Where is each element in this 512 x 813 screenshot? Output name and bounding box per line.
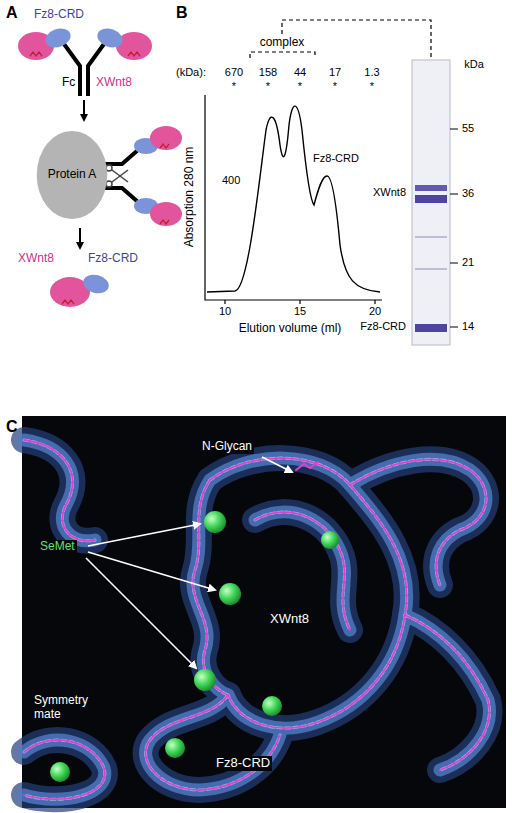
domain-label: Fc bbox=[62, 76, 75, 90]
marker-weight: 55 bbox=[462, 122, 474, 135]
axis-title: Elution volume (ml) bbox=[239, 322, 342, 336]
density-map-ground bbox=[22, 416, 506, 808]
callout-label: Symmetry mate bbox=[32, 694, 98, 722]
panel-letter: A bbox=[6, 4, 18, 22]
axis-value: 400 bbox=[222, 174, 240, 187]
bead-label: Protein A bbox=[36, 168, 108, 182]
marker-unit: kDa bbox=[464, 58, 484, 71]
scissors-icon bbox=[106, 165, 128, 187]
marker-star: * bbox=[370, 80, 374, 93]
sds-gel bbox=[412, 60, 458, 345]
band-label: XWnt8 bbox=[371, 186, 408, 199]
band-label: Fz8-CRD bbox=[358, 320, 408, 333]
step-arrow bbox=[83, 100, 85, 120]
peak-group-label: complex bbox=[260, 36, 305, 50]
dashed-link bbox=[282, 20, 431, 60]
size-marker: 1.3 bbox=[364, 66, 379, 79]
protein-a-bead: Protein A bbox=[36, 130, 108, 220]
marker-star: * bbox=[266, 80, 270, 93]
axis-tick-label: 10 bbox=[219, 305, 231, 318]
fusion-construct bbox=[18, 25, 152, 96]
size-marker: 670 bbox=[225, 66, 243, 79]
marker-star: * bbox=[298, 80, 302, 93]
marker-unit: (kDa): bbox=[176, 66, 206, 79]
marker-star: * bbox=[232, 80, 236, 93]
bound-construct bbox=[104, 126, 182, 226]
protein-label: XWnt8 bbox=[18, 252, 54, 266]
protein-label: Fz8-CRD bbox=[214, 756, 272, 771]
callout-arrows bbox=[86, 457, 292, 668]
callout-label: SeMet bbox=[38, 540, 77, 554]
chart-axes bbox=[205, 95, 382, 300]
electron-density-mesh bbox=[24, 440, 489, 799]
axis-title: Absorption 280 nm bbox=[183, 147, 197, 248]
axis-ticks bbox=[225, 300, 375, 304]
panel-letter: C bbox=[6, 418, 18, 436]
size-marker: 17 bbox=[329, 66, 341, 79]
protein-label: Fz8-CRD bbox=[34, 8, 84, 22]
marker-star: * bbox=[333, 80, 337, 93]
axis-tick-label: 15 bbox=[294, 305, 306, 318]
peak-label: Fz8-CRD bbox=[311, 152, 361, 165]
chromatogram-trace bbox=[207, 106, 380, 292]
protein-label: Fz8-CRD bbox=[88, 252, 138, 266]
complex-bracket bbox=[250, 52, 315, 58]
step-arrow bbox=[79, 228, 81, 248]
panel-letter: B bbox=[176, 4, 188, 22]
selenium-spheres bbox=[50, 511, 339, 782]
axis-tick-label: 20 bbox=[369, 305, 381, 318]
size-marker: 44 bbox=[294, 66, 306, 79]
released-complex bbox=[50, 272, 111, 307]
size-marker: 158 bbox=[259, 66, 277, 79]
marker-weight: 36 bbox=[462, 187, 474, 200]
callout-label: N-Glycan bbox=[200, 440, 254, 454]
protein-label: XWnt8 bbox=[96, 76, 132, 90]
protein-label: XWnt8 bbox=[268, 612, 311, 627]
marker-weight: 21 bbox=[462, 256, 474, 269]
marker-weight: 14 bbox=[462, 320, 474, 333]
